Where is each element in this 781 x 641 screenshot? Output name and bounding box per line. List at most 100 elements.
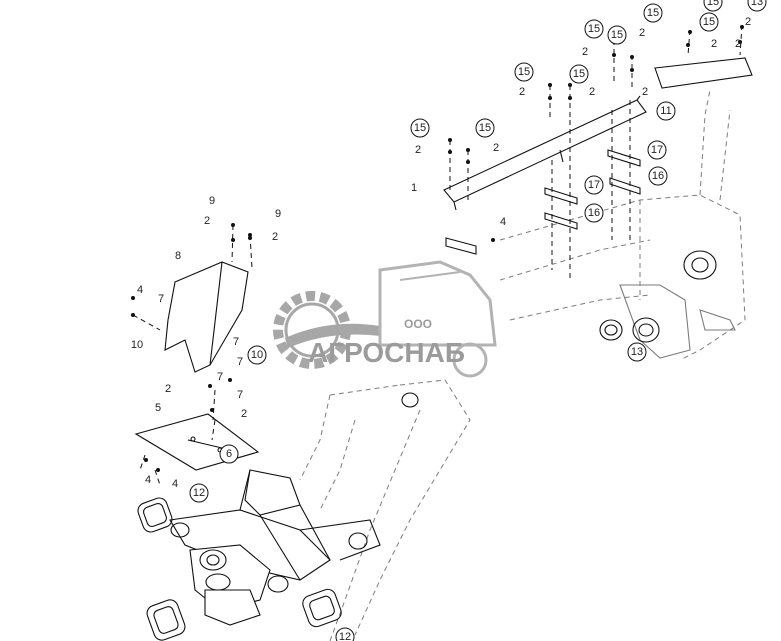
long-shield-panel [443,95,647,211]
scraper-strip-16b [544,212,578,230]
combine-harvester-icon [378,260,497,378]
callout-2: 2 [735,38,741,50]
callout-number: 2 [415,144,421,156]
callout-12: 12 [189,483,209,503]
callout-7: 7 [217,371,223,383]
callout-number: 2 [582,46,588,58]
callout-number: 7 [217,371,223,383]
callout-number: 15 [588,23,600,35]
callout-number: 17 [588,179,600,191]
callout-7: 7 [233,336,239,348]
callout-number: 7 [158,293,164,305]
callout-10: 10 [247,345,267,365]
callout-number: 11 [660,105,671,117]
callout-number: 10 [251,349,263,361]
callout-number: 2 [204,215,210,227]
callout-number: 15 [611,29,623,41]
callout-17: 17 [584,175,604,195]
callout-15: 15 [699,12,719,32]
callout-2: 2 [639,27,645,39]
callout-2: 2 [493,142,499,154]
callout-number: 13 [751,0,763,8]
callout-number: 1 [411,182,417,194]
callout-15: 15 [569,64,589,84]
main-frame [299,89,746,641]
callout-7: 7 [237,389,243,401]
callout-15: 15 [514,62,534,82]
callout-circle [189,483,209,503]
callout-number: 2 [745,16,751,28]
callout-number: 2 [589,86,595,98]
callout-number: 2 [493,142,499,154]
scraper-strip-16a [609,177,641,195]
callout-number: 15 [414,122,426,134]
callout-circle [335,627,355,641]
callout-circle [584,175,604,195]
seal-ring-lower-left [146,599,186,641]
callout-number: 4 [145,474,151,486]
callout-9: 9 [275,208,281,220]
callout-number: 5 [155,402,161,414]
scraper-strip-17b [544,187,578,205]
callout-2: 2 [415,144,421,156]
callout-number: 2 [165,383,171,395]
callout-4: 4 [145,474,151,486]
callout-number: 12 [339,631,351,641]
callout-15: 15 [703,0,723,12]
callout-number: 15 [707,0,719,8]
callout-15: 15 [643,3,663,23]
seal-ring-upper [137,497,173,533]
watermark-name: АГРОСНАБ [308,337,465,368]
callout-5: 5 [155,402,161,414]
callout-number: 6 [226,448,232,460]
side-guard [164,261,249,373]
callout-2: 2 [519,86,525,98]
callout-number: 2 [241,408,247,420]
fastener-leaders [131,24,744,486]
watermark-prefix: ООО [404,317,432,331]
callout-circle [247,345,267,365]
callout-16: 16 [648,166,668,186]
callout-circle [410,118,430,138]
callout-7: 7 [237,356,243,368]
callout-4: 4 [137,284,143,296]
callout-10: 10 [131,339,143,351]
frame-bushing-right [632,317,660,343]
callout-2: 2 [642,86,648,98]
callout-number: 4 [137,284,143,296]
callout-number: 15 [703,16,715,28]
callout-circle [627,342,647,362]
callout-circle [747,0,767,12]
callout-number: 13 [631,346,643,358]
callout-number: 16 [588,207,600,219]
callout-2: 2 [589,86,595,98]
top-cover-plate [654,57,753,89]
callout-number: 2 [642,86,648,98]
callout-number: 17 [651,144,663,156]
gasket-plate [134,413,260,471]
callout-number: 15 [573,68,585,80]
callout-2: 2 [204,215,210,227]
callout-13: 13 [627,342,647,362]
callout-circle [647,140,667,160]
callout-circle [584,203,604,223]
frame-bushing-left [599,319,623,341]
callout-9: 9 [209,195,215,207]
callout-circle [699,12,719,32]
seal-ring-lower-right [302,588,342,628]
callout-circle [584,19,604,39]
callout-number: 15 [518,66,530,78]
callout-7: 7 [158,293,164,305]
callout-2: 2 [582,46,588,58]
callout-number: 15 [479,122,491,134]
callout-number: 16 [652,170,664,182]
callout-number: 4 [172,478,178,490]
callout-13: 13 [747,0,767,12]
callout-2: 2 [745,16,751,28]
callout-number: 7 [233,336,239,348]
callout-number: 9 [275,208,281,220]
callout-circle [648,166,668,186]
scraper-strip-17a [607,149,641,167]
